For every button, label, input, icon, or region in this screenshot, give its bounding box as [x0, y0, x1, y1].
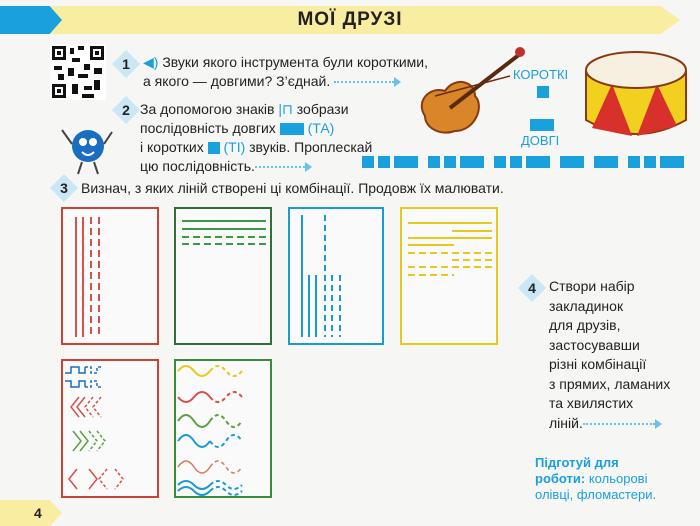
short-sound-block	[494, 156, 506, 168]
task2-text-part: звуків. Проплескай	[249, 139, 373, 155]
short-square-icon	[207, 142, 220, 155]
task2-text-part: послідовність довгих	[140, 120, 276, 136]
sign-icons: |⊓	[278, 101, 293, 117]
bookmark-vertical-lines-red	[61, 207, 159, 345]
task3-text: Визнач, з яких ліній створені ці комбіна…	[81, 180, 504, 196]
long-square-icon	[279, 123, 304, 136]
long-sound-block	[526, 156, 550, 168]
long-sound-square	[530, 119, 554, 131]
short-sound-block	[644, 156, 656, 168]
mascot-character	[61, 129, 113, 175]
title-banner	[40, 6, 680, 34]
short-sound-block	[378, 156, 390, 168]
short-sound-block	[628, 156, 640, 168]
task4-line: та хвилястих	[549, 395, 634, 411]
dotted-arrow	[582, 422, 655, 425]
bookmark-wavy-lines	[174, 359, 272, 498]
label-short: КОРОТКІ	[513, 67, 569, 82]
prep-materials: кольорові	[588, 471, 648, 486]
task4-line: з прямих, ламаних	[549, 375, 671, 392]
violin-illustration	[420, 47, 525, 134]
ti-label: (ТІ)	[223, 139, 246, 155]
short-sound-block	[428, 156, 440, 168]
task4-line: Створи набір	[549, 278, 635, 294]
page-number: 4	[34, 505, 42, 521]
task2-text-part: За допомогою знаків	[140, 101, 275, 117]
bookmark-zigzag-lines	[61, 359, 159, 498]
arrow-head-icon	[394, 77, 402, 88]
task4-line: ліній.	[549, 414, 583, 431]
qr-code-icon	[50, 44, 106, 100]
task4-line: для друзів,	[549, 317, 621, 333]
arrow-head-icon	[654, 418, 662, 429]
task-number: 4	[528, 280, 536, 296]
short-sound-block	[510, 156, 522, 168]
long-sound-block	[594, 156, 618, 168]
task-number: 3	[60, 180, 68, 196]
drum-illustration	[585, 51, 687, 136]
task1-line2: а якого — довгими? З’єднай.	[143, 73, 331, 89]
page-number-tab	[0, 500, 62, 526]
prep-heading: Підготуй для	[535, 455, 619, 470]
long-sound-block	[560, 156, 584, 168]
long-sound-block	[460, 156, 484, 168]
banner-arrow	[0, 6, 62, 34]
short-sound-block	[444, 156, 456, 168]
task4-line: різні комбінації	[549, 356, 647, 372]
task2-text-part: і коротких	[140, 139, 204, 155]
dotted-arrow	[254, 166, 305, 169]
task-number: 2	[122, 102, 130, 118]
task1-text: ◀) Звуки якого інструмента були коротким…	[143, 53, 428, 91]
sound-sequence	[362, 156, 684, 168]
ta-label: (ТА)	[307, 120, 335, 136]
preparation-note: Підготуй для роботи: кольорові олівці, ф…	[535, 455, 656, 503]
task4-line: ліній.	[549, 414, 670, 434]
label-long: ДОВГІ	[521, 133, 560, 148]
long-sound-block	[660, 156, 684, 168]
short-sound-square	[537, 86, 549, 98]
task2-text-part: цю послідовність.	[140, 158, 255, 174]
bookmark-vertical-lines-blue	[288, 207, 384, 345]
task-number: 1	[122, 56, 130, 72]
task4-line: закладинок	[549, 297, 624, 314]
task2-text: За допомогою знаків |⊓ зобрази послідовн…	[140, 100, 372, 176]
speaker-icon[interactable]: ◀)	[143, 54, 159, 70]
bookmark-horizontal-lines-yellow	[400, 207, 498, 345]
task4-line: застосувавши	[549, 336, 640, 353]
bookmark-horizontal-lines-green	[174, 207, 272, 345]
arrow-head-icon	[304, 162, 312, 173]
page-title: МОЇ ДРУЗІ	[297, 9, 403, 30]
prep-heading: роботи:	[535, 471, 586, 486]
long-sound-block	[394, 156, 418, 168]
task2-text-part: зобрази	[296, 101, 349, 117]
dotted-arrow	[334, 81, 395, 84]
task1-line1: Звуки якого інструмента були короткими,	[162, 54, 428, 70]
prep-materials: олівці, фломастери.	[535, 487, 657, 502]
short-sound-block	[362, 156, 374, 168]
task4-text: Створи набір закладинок для друзів, застосу…	[549, 277, 670, 433]
